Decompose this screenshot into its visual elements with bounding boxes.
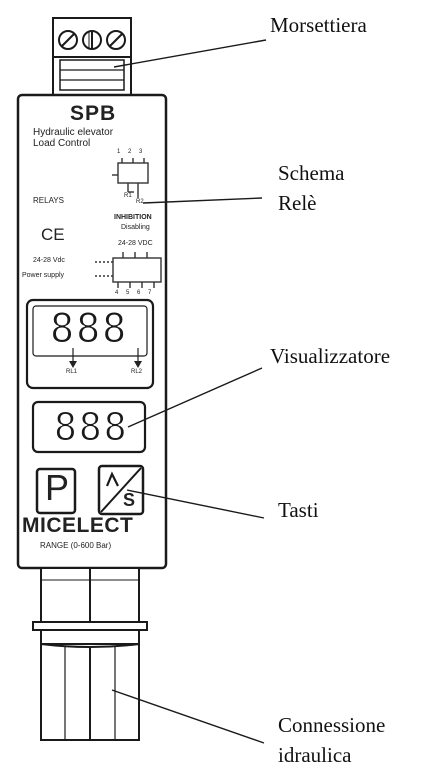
brand-label: MICELECT [22,514,134,537]
callout-tasti-text: Tasti [278,498,319,522]
callout-schema-rele: Schema Relè [278,158,344,218]
leader-lines [111,39,267,744]
callout-visualizzatore-text: Visualizzatore [270,344,391,368]
leader-connessione [111,689,265,744]
callout-connessione-line2: idraulica [278,743,352,767]
hydraulic-connection [32,567,148,741]
s-key-label: S [123,490,136,510]
leader-morsettiera [113,39,267,68]
terminal-block [52,17,132,96]
display-label-left: RL1 [66,369,78,375]
p-key [35,467,77,515]
inhibition-line1: INHIBITION [114,214,152,221]
upper-display-digits: 888 [49,306,129,353]
leader-visualizzatore [127,367,263,428]
inhibition-line2: Disabling [121,224,150,231]
range-label: RANGE (0-600 Bar) [40,541,112,550]
relays-label: RELAYS [33,196,64,205]
relay-schema [112,158,149,198]
lower-display-digits: 888 [54,405,129,450]
ce-mark: CE [41,225,65,244]
callout-connessione-idraulica: Connessione idraulica [278,710,385,769]
supply-line2: Power supply [22,272,65,279]
leader-tasti [126,489,265,519]
relay-label-r1: R1 [124,193,132,199]
callout-morsettiera: Morsettiera [270,12,367,38]
callout-morsettiera-text: Morsettiera [270,13,367,37]
leader-schema [142,197,263,204]
bottom-terminal-numbers: 4 5 6 7 [115,290,155,296]
terminal-screw-icon [106,30,126,50]
inhibition-line3: 24-28 VDC [118,240,153,247]
up-arrow-icon [105,471,119,487]
arrow-s-key [97,464,145,516]
p-key-label: P [45,467,70,508]
upper-display [25,298,155,390]
supply-line1: 24-28 Vdc [33,257,65,264]
description-line1: Hydraulic elevator [33,127,114,138]
callout-connessione-line1: Connessione [278,713,386,737]
callout-schema-line1: Schema [278,161,345,185]
terminal-screw-icon [58,30,78,50]
callout-visualizzatore: Visualizzatore [270,343,390,369]
callout-schema-line2: Relè [278,191,317,215]
callout-tasti: Tasti [278,497,319,523]
display-label-right: RL2 [131,369,143,375]
relay-terminal-numbers: 1 2 3 [117,149,146,155]
power-schema [95,252,162,288]
model-label: SPB [70,102,117,125]
description-line2: Load Control [33,138,91,149]
lower-display [31,400,147,454]
terminal-screw-icon [82,30,102,50]
relay-label-r2: R2 [136,199,144,205]
